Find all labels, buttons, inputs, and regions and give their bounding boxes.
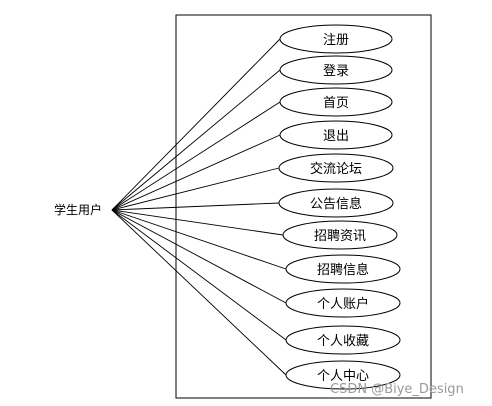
use-case-ellipse [279, 120, 393, 150]
use-case-label: 首页 [323, 96, 349, 111]
use-case-label: 注册 [323, 33, 349, 48]
use-case-ellipse [285, 325, 401, 355]
use-case-label: 个人中心 [317, 369, 369, 384]
use-case: 交流论坛 [278, 153, 394, 183]
use-case: 退出 [279, 120, 393, 150]
association-line [111, 101, 281, 211]
use-case-ellipse [278, 188, 394, 218]
use-case-label: 招聘资讯 [314, 229, 366, 244]
use-case: 个人账户 [285, 288, 401, 318]
use-case-label: 个人账户 [317, 296, 369, 312]
use-case-ellipse [285, 288, 401, 318]
association-line [111, 209, 284, 236]
association-line [111, 38, 281, 211]
use-case-label: 招聘信息 [317, 262, 369, 278]
association-line [111, 202, 280, 211]
watermark: CSDN @Biye_Design [330, 382, 464, 397]
use-case: 招聘信息 [285, 254, 401, 284]
association-line [111, 209, 287, 304]
use-case-label: 登录 [323, 64, 349, 79]
use-case-label: 退出 [323, 129, 349, 144]
use-case-ellipse [278, 153, 394, 183]
association-line [111, 167, 280, 211]
use-case-ellipse [282, 220, 398, 250]
association-line [111, 69, 281, 211]
use-case-ellipse [285, 360, 401, 390]
association-line [111, 209, 287, 341]
use-case: 招聘资讯 [282, 220, 398, 250]
use-case-ellipse [279, 24, 393, 54]
association-line [111, 134, 281, 211]
use-case: 个人收藏 [285, 325, 401, 355]
use-case-label: 交流论坛 [310, 161, 362, 177]
use-case: 首页 [279, 87, 393, 117]
use-case: 登录 [279, 55, 393, 85]
use-case-ellipse [279, 87, 393, 117]
association-lines [111, 38, 287, 376]
use-case-ellipse [285, 254, 401, 284]
use-case-label: 公告信息 [310, 196, 362, 212]
association-line [111, 209, 287, 376]
use-case: 个人中心 [285, 360, 401, 390]
use-case-label: 个人收藏 [317, 334, 369, 349]
association-line [111, 209, 287, 270]
actor-label: 学生用户 [54, 202, 102, 217]
use-case: 注册 [279, 24, 393, 54]
use-case-ellipse [279, 55, 393, 85]
use-case: 公告信息 [278, 188, 394, 218]
